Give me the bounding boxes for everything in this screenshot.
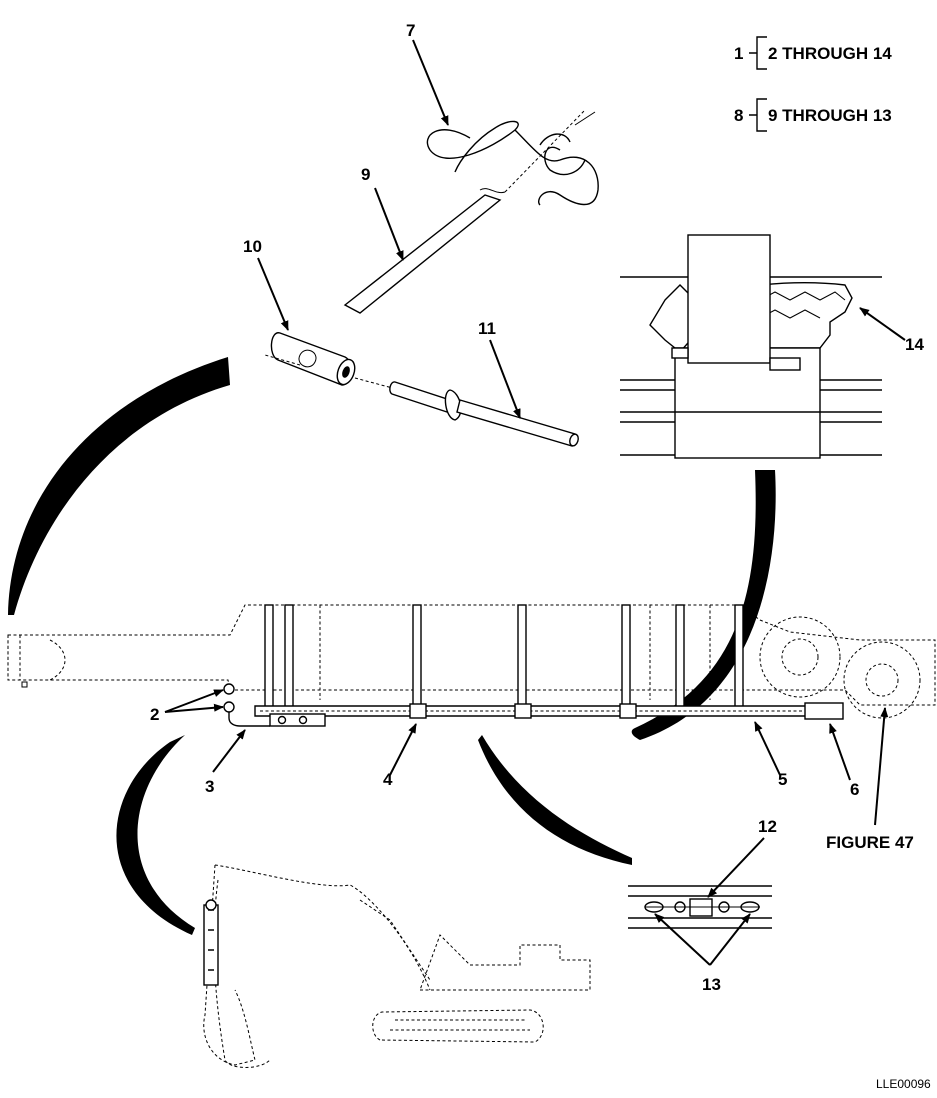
- part-10-sleeve: [264, 332, 401, 391]
- figure-ref: FIGURE 47: [826, 833, 914, 852]
- callout-3: 3: [205, 777, 214, 796]
- callout-labels: 7 9 10 11 14 2 3 4 5 6 12 13 FIGURE 47 L…: [150, 21, 931, 1091]
- callout-13: 13: [702, 975, 721, 994]
- svg-text:1: 1: [734, 44, 743, 63]
- svg-text:9 THROUGH 13: 9 THROUGH 13: [768, 106, 892, 125]
- leader-swooshes: [8, 357, 776, 935]
- legend-row-2: 8 9 THROUGH 13: [734, 98, 892, 132]
- detail-12-13: [628, 885, 772, 929]
- leader-arrows: [164, 39, 906, 966]
- callout-9: 9: [361, 165, 370, 184]
- svg-text:2 THROUGH 14: 2 THROUGH 14: [768, 44, 892, 63]
- part-7-clip: [426, 111, 599, 206]
- detail-14-box: [620, 234, 882, 459]
- callout-5: 5: [778, 770, 787, 789]
- legend-row-1: 1 2 THROUGH 14: [734, 36, 892, 70]
- callout-11: 11: [478, 319, 496, 338]
- boom-assembly: [7, 604, 936, 727]
- svg-text:8: 8: [734, 106, 743, 125]
- part-9-strap: [343, 109, 586, 314]
- callout-12: 12: [758, 817, 777, 836]
- callout-10: 10: [243, 237, 262, 256]
- callout-7: 7: [406, 21, 415, 40]
- callout-6: 6: [850, 780, 859, 799]
- stand-pipes: [264, 604, 744, 711]
- callout-2: 2: [150, 705, 159, 724]
- callout-14: 14: [905, 335, 924, 354]
- excavator-outline: [203, 864, 591, 1068]
- callout-4: 4: [383, 770, 393, 789]
- figure-id: LLE00096: [876, 1077, 931, 1091]
- part-11-rivet: [389, 381, 579, 447]
